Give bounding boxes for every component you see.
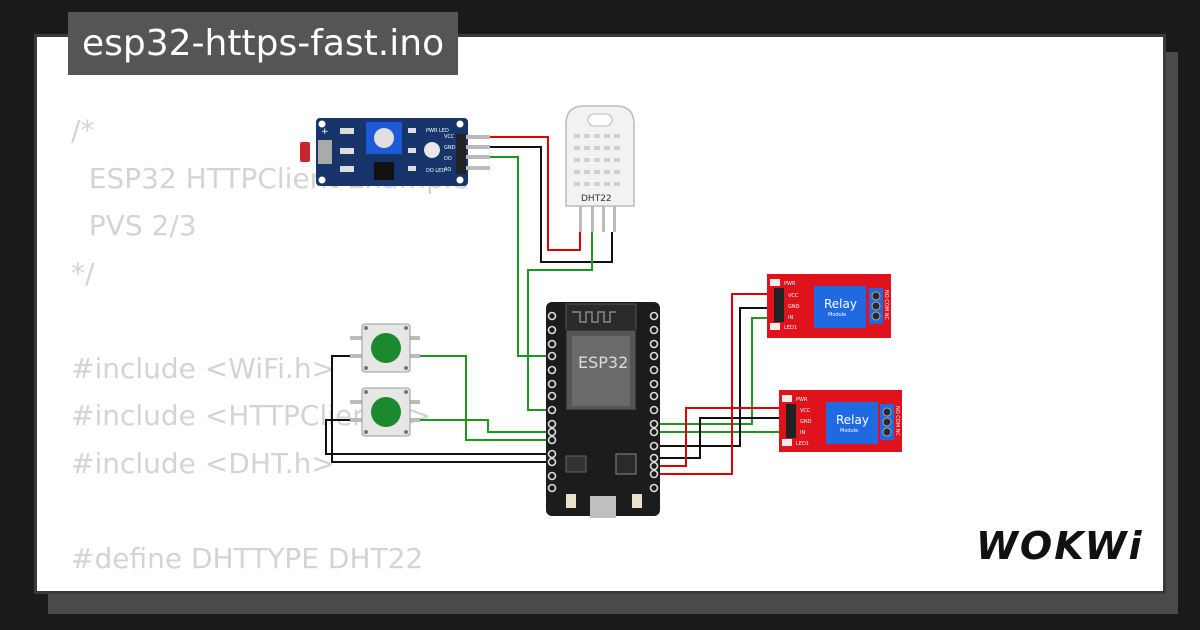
ldr-pin-ao: AO <box>444 167 451 173</box>
relay1-pwr-label: PWR <box>784 281 796 287</box>
code-line: PVS 2/3 <box>71 209 197 242</box>
antenna-icon <box>572 311 616 323</box>
code-line: */ <box>71 256 95 290</box>
dht22-label: DHT22 <box>581 194 612 204</box>
relay2-pin-in: IN <box>800 430 805 436</box>
button-cap-icon <box>371 397 401 427</box>
plus-label: + <box>321 127 329 137</box>
photoresistor-icon <box>300 142 310 162</box>
wire-red <box>490 136 581 251</box>
pushbutton-2[interactable] <box>350 387 420 437</box>
wokwi-logo: WOKWi <box>976 524 1144 568</box>
esp32-devkit[interactable]: ESP32 <box>546 302 660 518</box>
code-line: #define DHT_PIN 26 <box>71 589 355 591</box>
relay2-label: Relay <box>836 413 869 427</box>
relay1-label: Relay <box>824 297 857 311</box>
ldr-pin-gnd: GND <box>444 145 456 151</box>
ldr-pin-do: DO <box>444 156 452 162</box>
project-title[interactable]: esp32-https-fast.ino <box>68 12 459 75</box>
pwr-led-label: PWR LED <box>426 128 449 134</box>
pushbutton-1[interactable] <box>350 323 420 373</box>
relay1-pin-gnd: GND <box>788 304 800 310</box>
code-line: /* <box>71 114 95 147</box>
wire-black <box>490 146 613 263</box>
relay2-terminal-label: NO COM NC <box>894 406 900 436</box>
wire-green <box>527 232 593 411</box>
wire-red <box>651 293 774 475</box>
wire-green <box>408 419 552 433</box>
relay1-led1-label: LED1 <box>784 325 797 331</box>
relay1-pin-in: IN <box>788 315 793 321</box>
esp32-label: ESP32 <box>578 353 628 372</box>
relay2-pwr-label: PWR <box>796 397 808 403</box>
wire-green <box>408 355 552 441</box>
relay-module-2[interactable]: PWR LED1 VCC GND IN Relay Module NO COM … <box>779 390 902 452</box>
ldr-pin-vcc: VCC <box>444 134 455 140</box>
usb-port-icon <box>590 496 616 518</box>
relay2-sublabel: Module <box>840 428 858 434</box>
relay2-pin-gnd: GND <box>800 419 812 425</box>
wires <box>325 136 786 475</box>
wire-black <box>651 307 774 447</box>
wire-black <box>331 355 552 463</box>
code-line: #include <DHT.h> <box>71 446 335 480</box>
wire-green <box>651 317 774 425</box>
relay2-led1-label: LED1 <box>796 441 809 447</box>
wire-black <box>325 419 552 455</box>
relay1-pin-vcc: VCC <box>788 293 799 299</box>
code-line: #include <WiFi.h> <box>71 351 336 385</box>
wire-black <box>651 417 786 459</box>
code-line: #define DHTTYPE DHT22 <box>71 541 424 575</box>
relay1-terminal-label: NO COM NC <box>883 290 889 320</box>
wire-red <box>651 407 786 467</box>
relay-module-1[interactable]: PWR LED1 VCC GND IN Relay Module NO COM … <box>767 274 891 338</box>
relay1-sublabel: Module <box>828 312 846 318</box>
dht22-grille-icon <box>574 134 620 186</box>
dht22-sensor[interactable]: DHT22 <box>565 105 635 232</box>
wire-green <box>490 156 552 357</box>
minus-label: - <box>321 173 324 183</box>
relay2-pin-vcc: VCC <box>800 408 811 414</box>
do-led-label: DO LED <box>426 168 445 174</box>
button-cap-icon <box>371 333 401 363</box>
ldr-sensor-module[interactable]: + - PWR LED DO LED VCC GND DO AO <box>300 118 490 186</box>
